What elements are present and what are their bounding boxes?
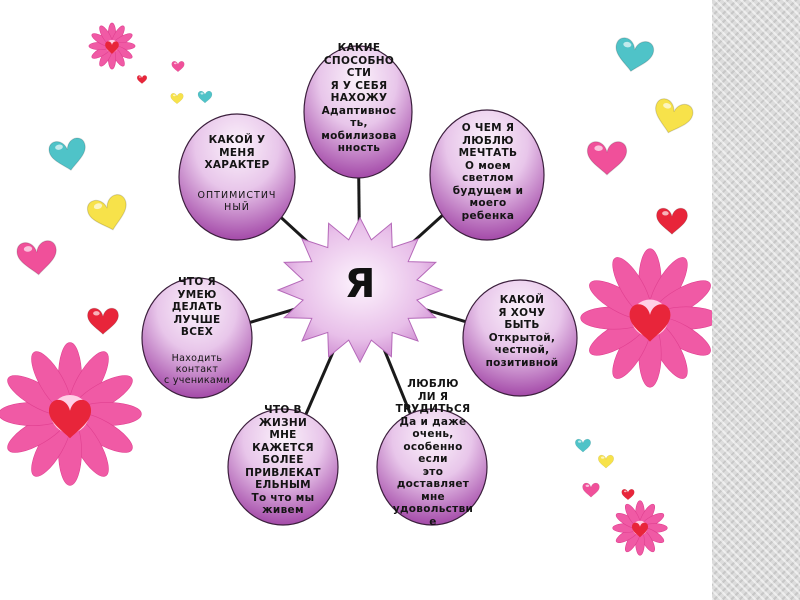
heart-red-left xyxy=(87,307,119,335)
bubble-answer: То что мы живем xyxy=(251,491,315,517)
heart-tiny-pink-1 xyxy=(171,61,185,73)
heart-small-teal-right xyxy=(575,438,591,453)
bubble-text-most-attractive: ЧТО В ЖИЗНИ МНЕ КАЖЕТСЯ БОЛЕЕ ПРИВЛЕКАТ … xyxy=(229,404,337,517)
heart-teal-left xyxy=(48,137,86,171)
decoration-layer xyxy=(0,22,720,556)
heart-tiny-red-1 xyxy=(136,75,148,84)
bubble-question: О ЧЕМ Я ЛЮБЛЮ МЕЧТАТЬ xyxy=(458,122,518,159)
heart-tiny-yellow-1 xyxy=(170,93,184,105)
bubble-do-best xyxy=(141,277,253,399)
center-star-layer xyxy=(276,216,444,364)
heart-tiny-teal-1 xyxy=(197,90,213,104)
bubble-answer: Находить контакт с учениками xyxy=(164,352,230,386)
bubble-answer: Открытой, честной, позитивной xyxy=(485,331,559,369)
heart-yellow-right xyxy=(655,98,694,134)
center-star xyxy=(276,216,444,364)
heart-pink-right xyxy=(586,141,628,176)
bubble-answer: Адаптивнос ть, мобилизова нность xyxy=(321,104,397,155)
bubble-question: ЛЮБЛЮ ЛИ Я ТРУДИТЬСЯ xyxy=(395,378,471,415)
bubble-answer: ОПТИМИСТИЧ НЫЙ xyxy=(197,189,277,214)
bubble-answer: О моем светлом будущем и моего ребенка xyxy=(452,159,524,222)
bubble-answer: Да и даже очень, особенно если это доста… xyxy=(392,415,474,528)
bubble-character xyxy=(178,113,296,241)
bubble-love-to-work xyxy=(376,408,488,526)
bubble-text-do-best: ЧТО Я УМЕЮ ДЕЛАТЬ ЛУЧШЕ ВСЕХ Находить кон… xyxy=(145,276,249,386)
bubble-abilities xyxy=(303,45,413,179)
heart-small-red-right xyxy=(621,489,635,501)
bubbles-layer xyxy=(141,45,578,526)
heart-yellow-left xyxy=(86,194,127,231)
heart-pink-left xyxy=(16,240,57,276)
bubble-dreams xyxy=(429,109,545,241)
bubble-text-character: КАКОЙ У МЕНЯ ХАРАКТЕР ОПТИМИСТИЧ НЫЙ xyxy=(180,134,294,215)
center-label: Я xyxy=(344,261,376,307)
bubble-who-to-be xyxy=(462,279,578,397)
flower-bottom-left xyxy=(0,342,142,486)
bubble-most-attractive xyxy=(227,408,339,526)
bubble-question: ЧТО В ЖИЗНИ МНЕ КАЖЕТСЯ БОЛЕЕ ПРИВЛЕКАТ … xyxy=(245,404,321,491)
bubble-question: ЧТО Я УМЕЮ ДЕЛАТЬ ЛУЧШЕ ВСЕХ xyxy=(171,276,223,338)
heart-small-pink-right xyxy=(582,482,600,498)
heart-teal-right xyxy=(615,37,654,73)
flower-top-left xyxy=(88,22,136,70)
heart-red-right xyxy=(656,207,688,235)
bubble-question: КАКОЙ Я ХОЧУ БЫТЬ xyxy=(498,294,546,331)
flower-small-right xyxy=(612,500,668,556)
flower-right xyxy=(580,248,720,388)
bubble-question: КАКИЕ СПОСОБНО СТИ Я У СЕБЯ НАХОЖУ xyxy=(323,42,395,104)
heart-small-yellow-right xyxy=(598,454,614,469)
bubble-question: КАКОЙ У МЕНЯ ХАРАКТЕР xyxy=(204,134,270,171)
decorative-side-strip xyxy=(712,0,800,600)
